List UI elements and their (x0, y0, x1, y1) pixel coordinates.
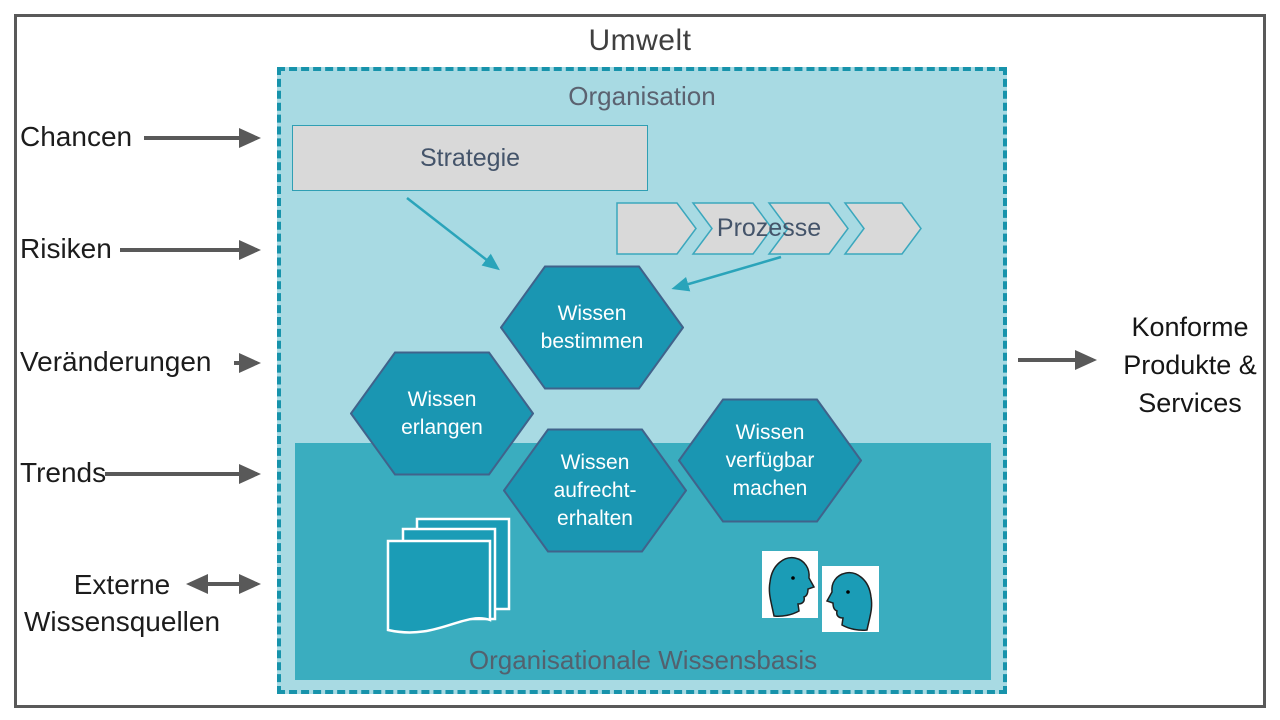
hex-line: aufrecht- (553, 478, 637, 502)
hex-line: erhalten (557, 506, 633, 530)
knowledge-base-label: Organisationale Wissensbasis (468, 645, 818, 675)
hexagon-wissen-aufrechterhalten-label: Wissen aufrecht- erhalten (503, 428, 687, 553)
externe-line: Externe (73, 569, 171, 600)
process-chevrons-icon (616, 202, 922, 255)
output-line: Produkte & (1123, 350, 1257, 380)
hexagon-wissen-erlangen (350, 351, 534, 476)
hexagon-wissen-aufrechterhalten (503, 428, 687, 553)
output-line: Konforme (1131, 312, 1249, 342)
label-trends: Trends (20, 457, 107, 488)
umwelt-title: Umwelt (588, 24, 692, 57)
hex-line: bestimmen (540, 329, 644, 353)
label-chancen: Chancen (20, 121, 133, 152)
hex-line: Wissen (407, 387, 477, 411)
documents-icon (386, 517, 511, 634)
hexagon-wissen-verfuegbar-machen (678, 398, 862, 523)
label-konforme-produkte-services: Konforme Produkte & Services (1108, 308, 1272, 422)
hex-line: Wissen (560, 450, 630, 474)
organisation-title: Organisation (568, 81, 716, 111)
hex-line: verfügbar (725, 448, 815, 472)
hexagon-wissen-verfuegbar-machen-label: Wissen verfügbar machen (678, 398, 862, 523)
label-externe-wissensquellen: Externe Wissensquellen (14, 566, 230, 640)
hex-line: erlangen (401, 415, 483, 439)
label-veraenderungen: Veränderungen (20, 346, 212, 377)
label-risiken: Risiken (20, 233, 112, 264)
strategie-label: Strategie (419, 143, 521, 172)
hex-line: machen (732, 476, 808, 500)
strategie-box: Strategie (292, 125, 648, 191)
prozesse-label: Prozesse (716, 214, 822, 242)
hexagon-wissen-bestimmen-label: Wissen bestimmen (500, 265, 684, 390)
hexagon-wissen-erlangen-label: Wissen erlangen (350, 351, 534, 476)
hex-line: Wissen (735, 420, 805, 444)
output-line: Services (1138, 388, 1242, 418)
talking-heads-icon (762, 551, 879, 632)
hexagon-wissen-bestimmen (500, 265, 684, 390)
wissensquellen-line: Wissensquellen (23, 606, 221, 637)
hex-line: Wissen (557, 301, 627, 325)
